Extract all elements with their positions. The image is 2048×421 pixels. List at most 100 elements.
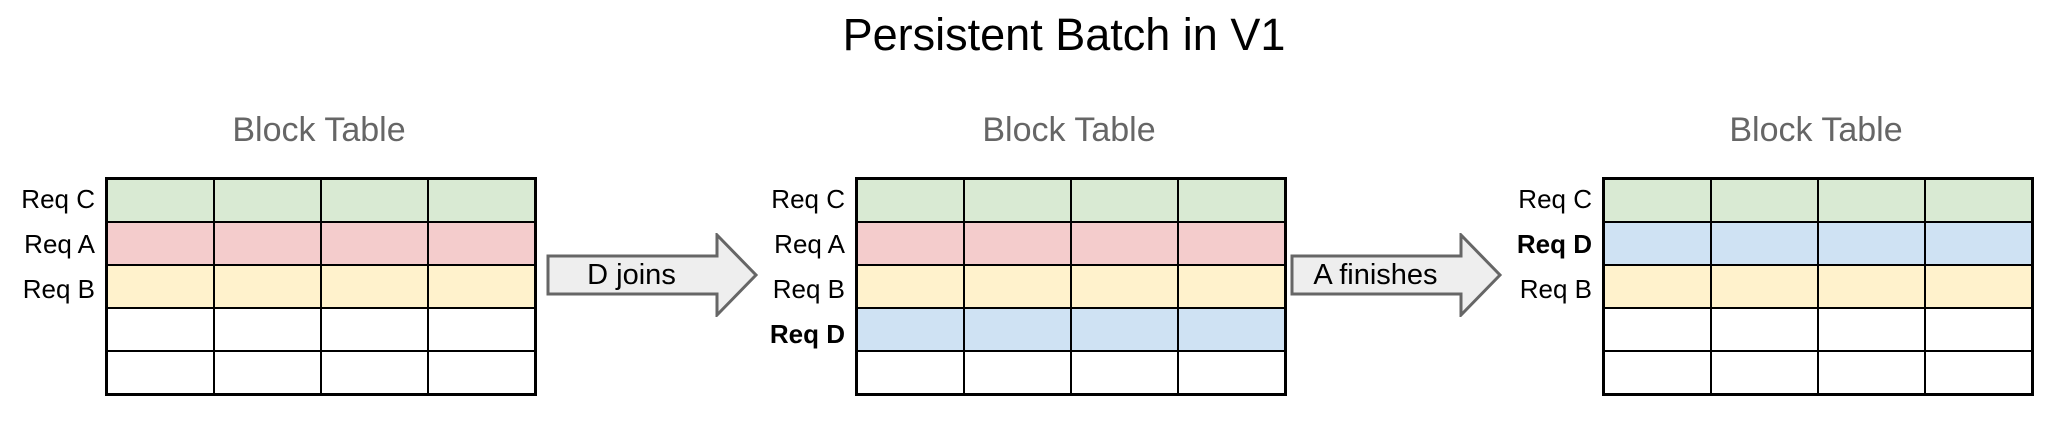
row-label-req-b: Req B <box>1519 274 1592 304</box>
block-cell <box>1924 221 2034 266</box>
block-cell <box>320 221 429 266</box>
block-cell <box>1602 177 1712 223</box>
block-cell <box>1177 221 1287 266</box>
table-row <box>105 264 537 309</box>
block-cell <box>213 307 322 352</box>
block-cell <box>1710 177 1819 223</box>
row-label-req-d: Req D <box>1516 229 1592 259</box>
row-labels: Req C Req D Req B <box>1462 177 1592 402</box>
block-cell <box>855 307 965 352</box>
block-cell <box>213 264 322 309</box>
row-label-req-c: Req C <box>21 184 95 214</box>
block-table-panel-2: Block Table Req C Req A Req B Req D <box>715 0 1287 421</box>
table-row <box>1602 307 2034 352</box>
block-cell <box>105 177 215 223</box>
block-cell <box>320 177 429 223</box>
block-cell <box>1710 221 1819 266</box>
block-cell <box>855 177 965 223</box>
block-cell <box>1070 177 1179 223</box>
block-cell <box>105 221 215 266</box>
block-cell <box>1924 350 2034 396</box>
block-cell <box>320 350 429 396</box>
arrow-right-icon <box>546 233 759 317</box>
block-cell <box>1070 350 1179 396</box>
table-row <box>855 307 1287 352</box>
block-cell <box>213 177 322 223</box>
row-label-req-a: Req A <box>24 229 95 259</box>
arrow-right-shape <box>546 233 759 317</box>
row-label-req-d: Req D <box>769 319 845 349</box>
row-label-req-b: Req B <box>22 274 95 304</box>
block-cell <box>1817 221 1926 266</box>
block-cell <box>963 350 1072 396</box>
block-table-panel-1: Block Table Req C Req A Req B <box>0 0 537 421</box>
row-labels: Req C Req A Req B <box>0 177 95 402</box>
table-row <box>1602 264 2034 309</box>
block-cell <box>855 350 965 396</box>
block-cell <box>1924 264 2034 309</box>
arrow-label: D joins <box>587 258 676 291</box>
block-cell <box>963 264 1072 309</box>
block-cell <box>427 307 537 352</box>
block-cell <box>1602 264 1712 309</box>
block-table-title: Block Table <box>232 111 406 149</box>
block-cell <box>213 350 322 396</box>
block-cell <box>1070 264 1179 309</box>
table-row <box>1602 221 2034 266</box>
table-row <box>855 221 1287 266</box>
table-row <box>855 350 1287 396</box>
block-cell <box>105 307 215 352</box>
block-cell <box>427 350 537 396</box>
block-cell <box>1070 221 1179 266</box>
arrow-right-shape <box>1290 233 1503 317</box>
block-cell <box>963 307 1072 352</box>
block-cell <box>213 221 322 266</box>
table-row <box>105 307 537 352</box>
block-cell <box>963 177 1072 223</box>
block-table-title: Block Table <box>1729 111 1903 149</box>
block-cell <box>1817 264 1926 309</box>
block-table-title: Block Table <box>982 111 1156 149</box>
arrow-right-icon <box>1290 233 1503 317</box>
table-row <box>855 264 1287 309</box>
transition-arrow-a-finishes: A finishes <box>1290 233 1503 317</box>
block-cell <box>1817 177 1926 223</box>
table-row <box>1602 350 2034 396</box>
block-cell <box>1924 177 2034 223</box>
block-cell <box>1177 307 1287 352</box>
block-cell <box>963 221 1072 266</box>
block-cell <box>1817 307 1926 352</box>
table-row <box>105 350 537 396</box>
block-cell <box>1602 307 1712 352</box>
block-cell <box>1070 307 1179 352</box>
table-row <box>105 177 537 223</box>
block-cell <box>1602 221 1712 266</box>
block-cell <box>1710 307 1819 352</box>
row-labels: Req C Req A Req B Req D <box>715 177 845 402</box>
block-cell <box>1602 350 1712 396</box>
table-row <box>1602 177 2034 223</box>
block-cell <box>427 264 537 309</box>
block-cell <box>1710 264 1819 309</box>
row-label-req-b: Req B <box>772 274 845 304</box>
transition-arrow-d-joins: D joins <box>546 233 759 317</box>
block-grid <box>105 177 537 396</box>
block-cell <box>855 264 965 309</box>
block-cell <box>855 221 965 266</box>
arrow-label: A finishes <box>1313 258 1438 291</box>
page-title: Persistent Batch in V1 <box>842 9 1286 60</box>
table-row <box>105 221 537 266</box>
block-cell <box>320 307 429 352</box>
block-table-panel-3: Block Table Req C Req D Req B <box>1462 0 2034 421</box>
row-label-empty <box>715 357 845 402</box>
block-cell <box>1177 264 1287 309</box>
block-cell <box>105 350 215 396</box>
block-cell <box>1817 350 1926 396</box>
table-row <box>855 177 1287 223</box>
row-label-empty <box>0 312 95 357</box>
row-label-empty <box>1462 357 1592 402</box>
block-cell <box>1710 350 1819 396</box>
block-grid <box>1602 177 2034 396</box>
row-label-empty <box>1462 312 1592 357</box>
